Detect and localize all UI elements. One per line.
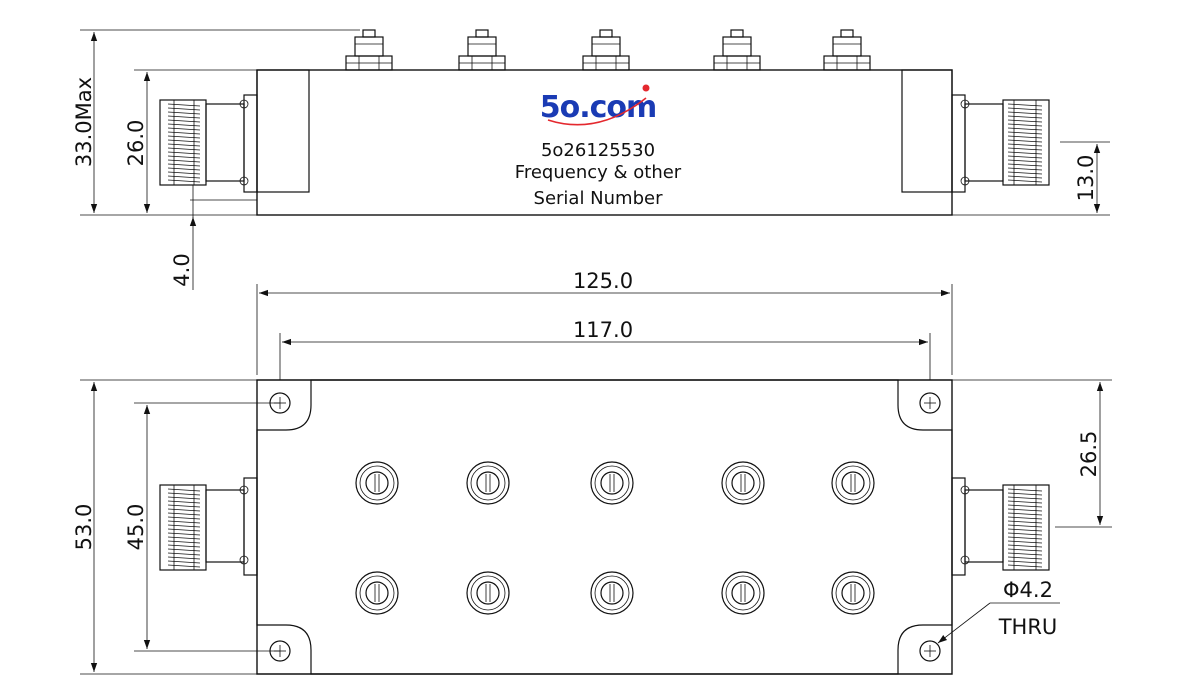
tuning-nut — [345, 29, 393, 71]
left-connector-top — [159, 477, 258, 576]
right-connector-top — [951, 477, 1050, 576]
mounting-holes — [269, 392, 941, 662]
part-number: 5o26125530 — [541, 140, 655, 161]
tuning-nut — [458, 29, 506, 71]
tuning-screw — [831, 461, 875, 505]
tuning-screw-grid — [355, 461, 875, 615]
right-connector-side — [951, 94, 1050, 193]
tuning-screw — [355, 461, 399, 505]
top-view: 53.0 45.0 26.5 Φ4.2 THRU — [72, 379, 1112, 675]
top-body — [256, 379, 953, 675]
tuning-screw — [466, 461, 510, 505]
connector-offset-label: 4.0 — [170, 253, 194, 286]
brand-logo: 5o.com — [540, 84, 657, 126]
mounting-hole — [919, 392, 941, 414]
tuning-screw — [831, 571, 875, 615]
tuning-screw — [466, 571, 510, 615]
connector-center-label: 26.5 — [1077, 431, 1101, 478]
tuning-nut — [582, 29, 630, 71]
tuning-nut — [823, 29, 871, 71]
hole-diameter-label: Φ4.2 — [1003, 578, 1053, 602]
length-label: 125.0 — [573, 269, 633, 293]
tuning-screw — [590, 461, 634, 505]
dim-width: 53.0 — [72, 379, 257, 675]
tuning-screw — [721, 571, 765, 615]
tuning-nut — [713, 29, 761, 71]
tuning-screw — [590, 571, 634, 615]
logo-dot — [642, 84, 650, 92]
dim-height-max: 33.0Max — [72, 29, 360, 216]
hole-spacing-x-label: 117.0 — [573, 318, 633, 342]
height-body-label: 26.0 — [124, 120, 148, 167]
tuning-screw — [721, 461, 765, 505]
frequency-label: Frequency & other — [515, 162, 682, 183]
dim-connector-offset: 4.0 — [170, 185, 257, 290]
hole-callout: Φ4.2 THRU — [937, 578, 1060, 644]
dim-connector-height: 13.0 — [952, 141, 1110, 216]
mounting-hole — [919, 640, 941, 662]
dim-length: 125.0 — [256, 269, 953, 375]
height-max-label: 33.0Max — [72, 77, 96, 167]
tuning-nut-row — [345, 29, 871, 71]
hole-type-label: THRU — [998, 615, 1058, 639]
dim-connector-center: 26.5 — [952, 379, 1112, 528]
left-connector-side — [159, 94, 258, 193]
connector-height-label: 13.0 — [1074, 155, 1098, 202]
dim-hole-spacing-x: 117.0 — [279, 318, 931, 403]
dim-height-body: 26.0 — [124, 69, 257, 213]
width-label: 53.0 — [72, 504, 96, 551]
tuning-screw — [355, 571, 399, 615]
dim-hole-spacing-y: 45.0 — [124, 402, 280, 652]
hole-spacing-y-label: 45.0 — [124, 504, 148, 551]
side-body — [256, 69, 953, 216]
side-view: 5o.com 5o26125530 Frequency & other Seri… — [72, 29, 1110, 290]
top-flange — [256, 379, 953, 675]
logo-text: 5o.com — [540, 90, 657, 125]
serial-label: Serial Number — [534, 188, 664, 209]
